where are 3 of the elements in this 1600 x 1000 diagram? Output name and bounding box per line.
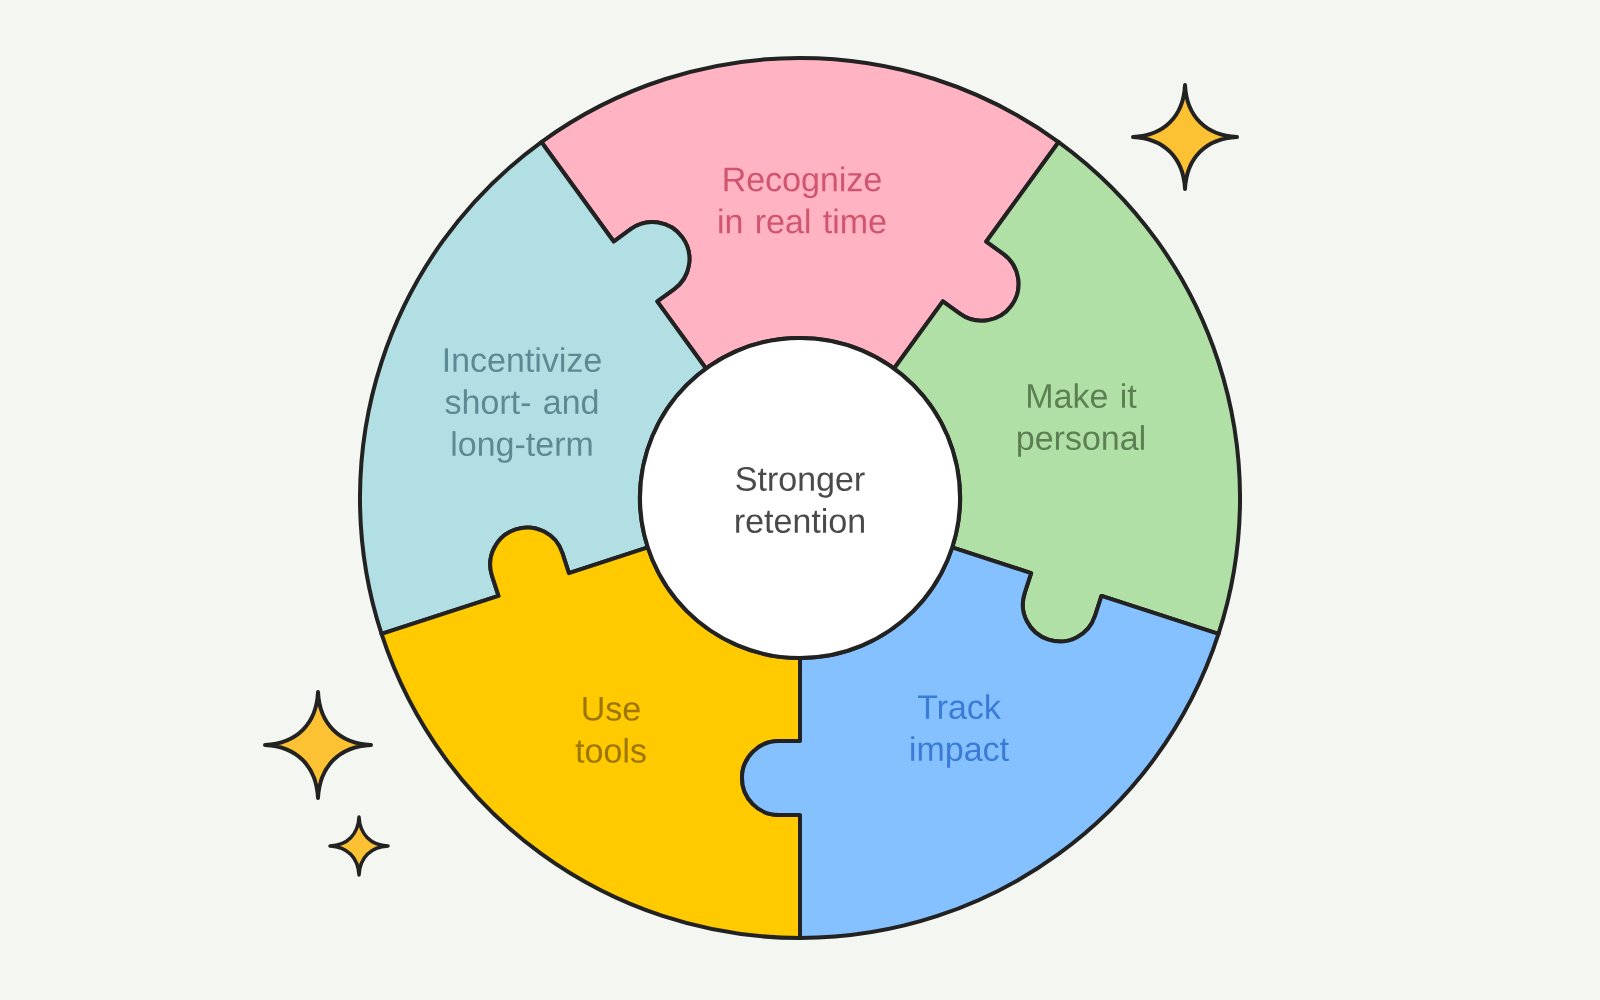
puzzle-piece: Track impact [740, 545, 1221, 940]
puzzle-piece: Make it personal [892, 140, 1243, 644]
puzzle-piece: Incentivize short- and long-term [358, 140, 708, 636]
